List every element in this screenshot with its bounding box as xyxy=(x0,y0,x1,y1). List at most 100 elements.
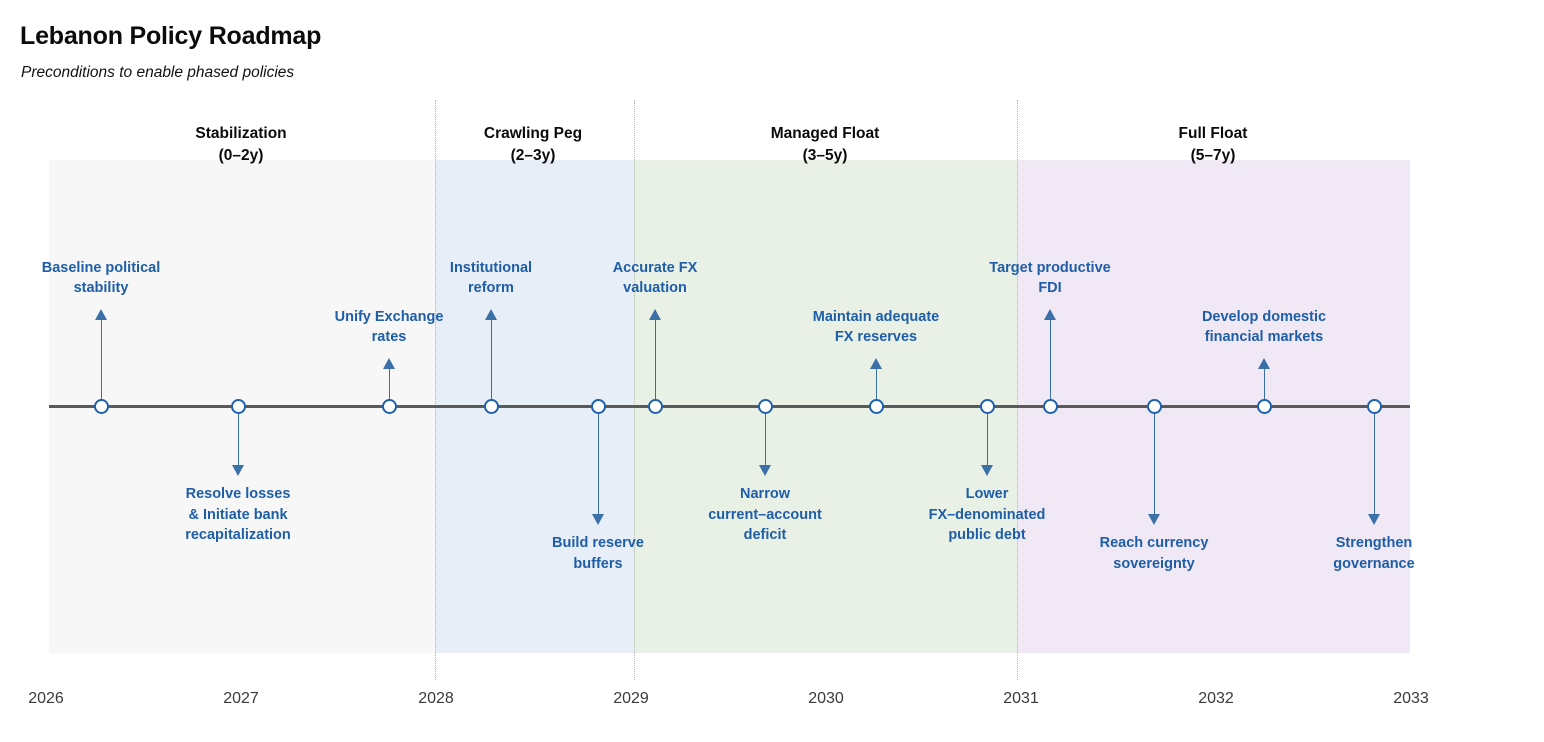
timeline-marker-resolve-losses[interactable] xyxy=(230,399,246,414)
connector-arrow-lower xyxy=(981,465,993,476)
timeline-axis xyxy=(49,405,1410,408)
year-tick-2030: 2030 xyxy=(808,690,844,707)
event-label-line: Lower xyxy=(965,486,1009,502)
timeline-marker-lower[interactable] xyxy=(979,399,995,414)
connector-stem-resolve-losses xyxy=(238,406,239,474)
timeline-marker-target-productive[interactable] xyxy=(1042,399,1058,414)
phase-header-crawling-peg: Crawling Peg (2–3y) xyxy=(484,123,582,167)
event-label-line: valuation xyxy=(623,280,687,297)
phase-name: Stabilization xyxy=(195,125,287,142)
connector-arrow-institutional xyxy=(485,309,497,320)
event-label-institutional: Institutional reform xyxy=(450,258,532,299)
event-label-accurate-fx: Accurate FX valuation xyxy=(613,258,698,299)
year-tick-2027: 2027 xyxy=(223,690,259,707)
timeline-marker-accurate-fx[interactable] xyxy=(647,399,663,414)
event-label-line: financial markets xyxy=(1204,329,1324,346)
phase-header-managed-float: Managed Float (3–5y) xyxy=(771,123,880,167)
phase-divider-2 xyxy=(634,100,635,680)
event-label-line: FX reserves xyxy=(834,329,918,346)
connector-arrow-maintain-adequate xyxy=(870,358,882,369)
timeline-marker-strengthen[interactable] xyxy=(1366,399,1382,414)
connector-stem-strengthen xyxy=(1374,406,1375,523)
event-label-line: Reach currency xyxy=(1099,535,1209,551)
connector-arrow-strengthen xyxy=(1368,514,1380,525)
event-label-line: FX–denominated xyxy=(928,506,1046,523)
phase-duration: (5–7y) xyxy=(1190,147,1236,164)
timeline-marker-develop-domestic[interactable] xyxy=(1256,399,1272,414)
event-label-line: Resolve losses xyxy=(185,486,291,502)
event-label-build-reserve: Build reserve buffers xyxy=(552,533,644,574)
phase-name: Managed Float xyxy=(770,125,880,142)
year-tick-2033: 2033 xyxy=(1393,690,1429,707)
year-tick-2031: 2031 xyxy=(1003,690,1039,707)
connector-arrow-develop-domestic xyxy=(1258,358,1270,369)
event-label-line: Target productive xyxy=(989,259,1111,276)
connector-stem-develop-domestic xyxy=(1264,360,1265,406)
event-label-line: current–account xyxy=(708,506,822,523)
connector-stem-reach-currency xyxy=(1154,406,1155,523)
phase-name: Full Float xyxy=(1178,125,1248,142)
phase-header-stabilization: Stabilization(0–2y) xyxy=(195,123,286,167)
event-label-line: Build reserve xyxy=(552,535,644,551)
event-label-line: Narrow xyxy=(740,486,790,502)
event-label-resolve-losses: Resolve losses & Initiate bank recapitaliz… xyxy=(185,484,291,546)
year-tick-2029: 2029 xyxy=(613,690,649,707)
event-label-strengthen: Strengthen governance xyxy=(1333,533,1414,574)
event-label-line: Baseline political xyxy=(41,259,161,276)
event-label-line: stability xyxy=(73,280,129,297)
connector-arrow-narrow xyxy=(759,465,771,476)
timeline-marker-unify-exchange[interactable] xyxy=(381,399,397,414)
connector-stem-maintain-adequate xyxy=(876,360,877,406)
year-tick-2032: 2032 xyxy=(1198,690,1234,707)
event-label-develop-domestic: Develop domestic financial markets xyxy=(1202,307,1326,348)
timeline-marker-baseline-political[interactable] xyxy=(93,399,109,414)
timeline-marker-institutional[interactable] xyxy=(483,399,499,414)
event-label-line: & Initiate bank xyxy=(188,506,288,523)
connector-arrow-accurate-fx xyxy=(649,309,661,320)
event-label-line: governance xyxy=(1333,555,1415,572)
phase-name: Crawling Peg xyxy=(483,125,583,142)
event-label-line: Unify Exchange xyxy=(334,308,444,325)
event-label-narrow: Narrow current–account deficit xyxy=(708,484,822,546)
event-label-line: Develop domestic xyxy=(1201,308,1327,325)
event-label-line: buffers xyxy=(573,555,623,572)
connector-stem-build-reserve xyxy=(598,406,599,523)
page-title: Lebanon Policy Roadmap xyxy=(20,22,322,50)
event-label-maintain-adequate: Maintain adequate FX reserves xyxy=(813,307,940,348)
connector-arrow-baseline-political xyxy=(95,309,107,320)
connector-stem-institutional xyxy=(491,311,492,406)
connector-arrow-unify-exchange xyxy=(383,358,395,369)
connector-stem-lower xyxy=(987,406,988,474)
event-label-line: reform xyxy=(468,280,514,297)
connector-arrow-target-productive xyxy=(1044,309,1056,320)
event-label-line: Accurate FX xyxy=(612,259,698,276)
event-label-line: deficit xyxy=(743,527,787,544)
phase-duration: (3–5y) xyxy=(802,147,848,164)
event-label-line: Strengthen xyxy=(1335,535,1413,551)
timeline-marker-maintain-adequate[interactable] xyxy=(868,399,884,414)
event-label-line: Institutional xyxy=(449,259,533,276)
year-tick-2026: 2026 xyxy=(28,690,64,707)
event-label-line: Maintain adequate xyxy=(812,308,940,325)
timeline-marker-narrow[interactable] xyxy=(757,399,773,414)
event-label-reach-currency: Reach currency sovereignty xyxy=(1100,533,1209,574)
timeline-marker-reach-currency[interactable] xyxy=(1146,399,1162,414)
event-label-line: public debt xyxy=(948,527,1026,544)
phase-header-full-float: Full Float (5–7y) xyxy=(1179,123,1248,167)
page-subtitle: Preconditions to enable phased policies xyxy=(21,64,295,81)
event-label-unify-exchange: Unify Exchange rates xyxy=(335,307,444,348)
timeline-marker-build-reserve[interactable] xyxy=(590,399,606,414)
event-label-line: FDI xyxy=(1038,280,1062,297)
connector-stem-accurate-fx xyxy=(655,311,656,406)
event-label-line: sovereignty xyxy=(1113,555,1195,572)
event-label-line: recapitalization xyxy=(185,527,291,544)
connector-arrow-reach-currency xyxy=(1148,514,1160,525)
phase-duration: (2–3y) xyxy=(510,147,556,164)
connector-arrow-build-reserve xyxy=(592,514,604,525)
year-tick-2028: 2028 xyxy=(418,690,454,707)
event-label-line: rates xyxy=(371,329,407,346)
phase-divider-1 xyxy=(435,100,436,680)
